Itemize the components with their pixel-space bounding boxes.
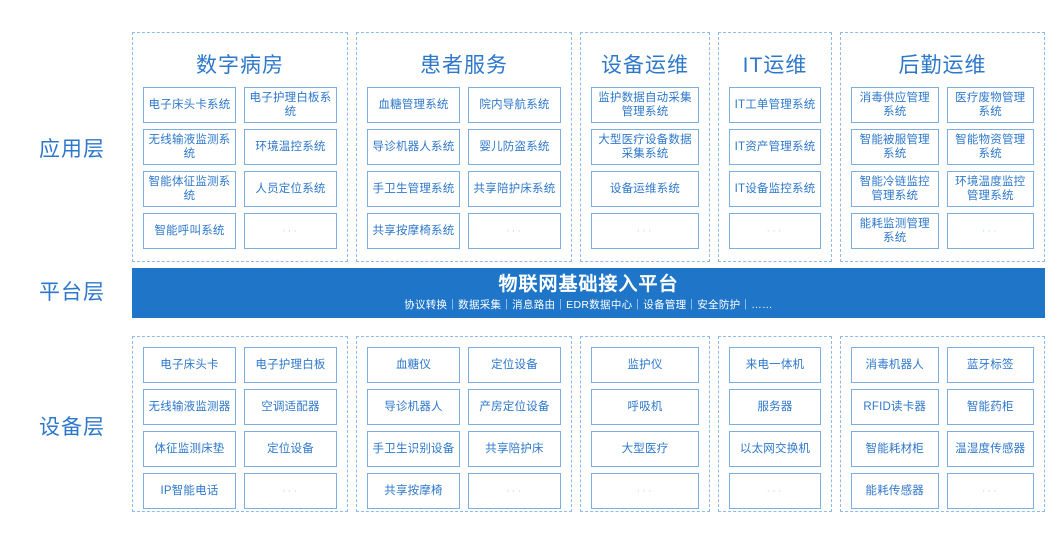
system-cell[interactable]: 共享陪护床 — [468, 431, 561, 467]
platform-title: 物联网基础接入平台 — [498, 274, 679, 295]
system-cell[interactable]: 手卫生管理系统 — [367, 171, 460, 207]
item-grid: 监护数据自动采集管理系统大型医疗设备数据采集系统设备运维系统 ··· — [591, 87, 699, 249]
placeholder-cell[interactable]: ··· — [468, 213, 561, 249]
placeholder-cell[interactable]: ··· — [591, 473, 699, 509]
system-cell[interactable]: 导诊机器人系统 — [367, 129, 460, 165]
device-column: 来电一体机服务器以太网交换机 ··· — [718, 336, 832, 512]
application-column: 后勤运维消毒供应管理系统医疗废物管理系统智能被服管理系统智能物资管理系统智能冷链… — [840, 32, 1045, 262]
system-cell[interactable]: 电子床头卡 — [143, 347, 236, 383]
application-column: IT运维 IT工单管理系统 IT资产管理系统 IT设备监控系统 ··· — [718, 32, 832, 262]
system-cell[interactable]: IP智能电话 — [143, 473, 236, 509]
system-cell[interactable]: 无线输液监测系统 — [143, 129, 236, 165]
item-grid: 监护仪呼吸机大型医疗 ··· — [591, 347, 699, 509]
system-cell[interactable]: 智能体征监测系统 — [143, 171, 236, 207]
column-title: IT运维 — [742, 54, 808, 77]
system-cell[interactable]: 医疗废物管理系统 — [946, 87, 1034, 123]
system-cell[interactable]: 手卫生识别设备 — [367, 431, 460, 467]
placeholder-cell[interactable]: ··· — [729, 213, 821, 249]
system-cell[interactable]: 来电一体机 — [729, 347, 821, 383]
column-title: 患者服务 — [420, 54, 508, 77]
column-title: 后勤运维 — [898, 54, 987, 77]
item-grid: 血糖仪定位设备导诊机器人产房定位设备手卫生识别设备共享陪护床共享按摩椅··· — [367, 347, 561, 509]
system-cell[interactable]: 环境温控系统 — [244, 129, 337, 165]
platform-subtitle: 协议转换｜数据采集｜消息路由｜EDR数据中心｜设备管理｜安全防护｜…… — [404, 299, 773, 311]
system-cell[interactable]: 监护数据自动采集管理系统 — [591, 87, 699, 123]
system-cell[interactable]: 智能药柜 — [946, 389, 1034, 425]
system-cell[interactable]: 大型医疗设备数据采集系统 — [591, 129, 699, 165]
system-cell[interactable]: IT工单管理系统 — [729, 87, 821, 123]
system-cell[interactable]: 电子床头卡系统 — [143, 87, 236, 123]
item-grid: 血糖管理系统院内导航系统导诊机器人系统婴儿防盗系统手卫生管理系统共享陪护床系统共… — [367, 87, 561, 249]
system-cell[interactable]: IT设备监控系统 — [729, 171, 821, 207]
system-cell[interactable]: 消毒机器人 — [851, 347, 939, 383]
layer-label-platform: 平台层 — [39, 281, 105, 304]
system-cell[interactable]: 定位设备 — [244, 431, 337, 467]
system-cell[interactable]: 血糖管理系统 — [367, 87, 460, 123]
layer-label-device: 设备层 — [39, 416, 105, 439]
system-cell[interactable]: IT资产管理系统 — [729, 129, 821, 165]
system-cell[interactable]: 体征监测床垫 — [143, 431, 236, 467]
item-grid: 消毒供应管理系统医疗废物管理系统智能被服管理系统智能物资管理系统智能冷链监控管理… — [851, 87, 1034, 249]
system-cell[interactable]: 监护仪 — [591, 347, 699, 383]
placeholder-cell[interactable]: ··· — [244, 473, 337, 509]
placeholder-cell[interactable]: ··· — [946, 473, 1034, 509]
system-cell[interactable]: 共享陪护床系统 — [468, 171, 561, 207]
system-cell[interactable]: 智能耗材柜 — [851, 431, 939, 467]
system-cell[interactable]: 电子护理白板 — [244, 347, 337, 383]
system-cell[interactable]: 智能物资管理系统 — [946, 129, 1034, 165]
system-cell[interactable]: 温湿度传感器 — [946, 431, 1034, 467]
column-title: 数字病房 — [196, 54, 284, 77]
system-cell[interactable]: 智能呼叫系统 — [143, 213, 236, 249]
system-cell[interactable]: 血糖仪 — [367, 347, 460, 383]
application-column: 设备运维监护数据自动采集管理系统大型医疗设备数据采集系统设备运维系统 ··· — [580, 32, 710, 262]
system-cell[interactable]: 服务器 — [729, 389, 821, 425]
system-cell[interactable]: 设备运维系统 — [591, 171, 699, 207]
system-cell[interactable]: 产房定位设备 — [468, 389, 561, 425]
system-cell[interactable]: 以太网交换机 — [729, 431, 821, 467]
placeholder-cell[interactable]: ··· — [946, 213, 1034, 249]
system-cell[interactable]: 共享按摩椅 — [367, 473, 460, 509]
system-cell[interactable]: 导诊机器人 — [367, 389, 460, 425]
application-column: 数字病房电子床头卡系统电子护理白板系统无线输液监测系统环境温控系统智能体征监测系… — [132, 32, 348, 262]
system-cell[interactable]: 环境温度监控管理系统 — [946, 171, 1034, 207]
application-column: 患者服务血糖管理系统院内导航系统导诊机器人系统婴儿防盗系统手卫生管理系统共享陪护… — [356, 32, 572, 262]
column-title: 设备运维 — [601, 54, 689, 77]
system-cell[interactable]: 能耗传感器 — [851, 473, 939, 509]
system-cell[interactable]: 电子护理白板系统 — [244, 87, 337, 123]
item-grid: 来电一体机服务器以太网交换机 ··· — [729, 347, 821, 509]
system-cell[interactable]: 呼吸机 — [591, 389, 699, 425]
system-cell[interactable]: RFID读卡器 — [851, 389, 939, 425]
item-grid: 电子床头卡系统电子护理白板系统无线输液监测系统环境温控系统智能体征监测系统人员定… — [143, 87, 337, 249]
placeholder-cell[interactable]: ··· — [244, 213, 337, 249]
system-cell[interactable]: 智能冷链监控管理系统 — [851, 171, 939, 207]
system-cell[interactable]: 院内导航系统 — [468, 87, 561, 123]
system-cell[interactable]: 共享按摩椅系统 — [367, 213, 460, 249]
device-column: 监护仪呼吸机大型医疗 ··· — [580, 336, 710, 512]
placeholder-cell[interactable]: ··· — [591, 213, 699, 249]
system-cell[interactable]: 大型医疗 — [591, 431, 699, 467]
placeholder-cell[interactable]: ··· — [468, 473, 561, 509]
system-cell[interactable]: 蓝牙标签 — [946, 347, 1034, 383]
system-cell[interactable]: 能耗监测管理系统 — [851, 213, 939, 249]
system-cell[interactable]: 智能被服管理系统 — [851, 129, 939, 165]
device-column: 血糖仪定位设备导诊机器人产房定位设备手卫生识别设备共享陪护床共享按摩椅··· — [356, 336, 572, 512]
platform-banner: 物联网基础接入平台 协议转换｜数据采集｜消息路由｜EDR数据中心｜设备管理｜安全… — [132, 268, 1045, 318]
system-cell[interactable]: 无线输液监测器 — [143, 389, 236, 425]
item-grid: IT工单管理系统 IT资产管理系统 IT设备监控系统 ··· — [729, 87, 821, 249]
system-cell[interactable]: 定位设备 — [468, 347, 561, 383]
system-cell[interactable]: 空调适配器 — [244, 389, 337, 425]
system-cell[interactable]: 人员定位系统 — [244, 171, 337, 207]
layer-label-application: 应用层 — [39, 138, 105, 161]
placeholder-cell[interactable]: ··· — [729, 473, 821, 509]
system-cell[interactable]: 消毒供应管理系统 — [851, 87, 939, 123]
system-cell[interactable]: 婴儿防盗系统 — [468, 129, 561, 165]
